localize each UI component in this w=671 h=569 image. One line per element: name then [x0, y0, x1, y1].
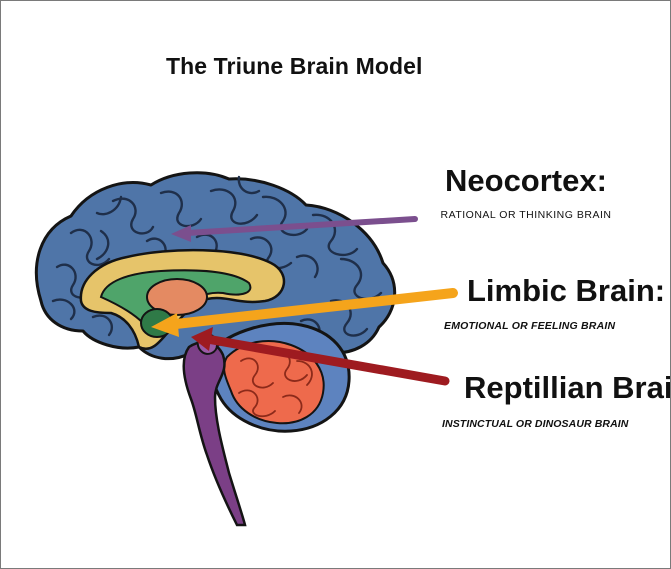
limbic-heading: Limbic Brain: — [467, 273, 665, 309]
reptilian-heading: Reptillian Brain: — [464, 370, 671, 406]
reptilian-description: INSTINCTUAL OR DINOSAUR BRAIN — [442, 418, 628, 430]
neocortex-description: RATIONAL OR THINKING BRAIN — [431, 209, 621, 221]
limbic-description: EMOTIONAL OR FEELING BRAIN — [444, 320, 615, 332]
neocortex-heading: Neocortex: — [445, 163, 607, 199]
